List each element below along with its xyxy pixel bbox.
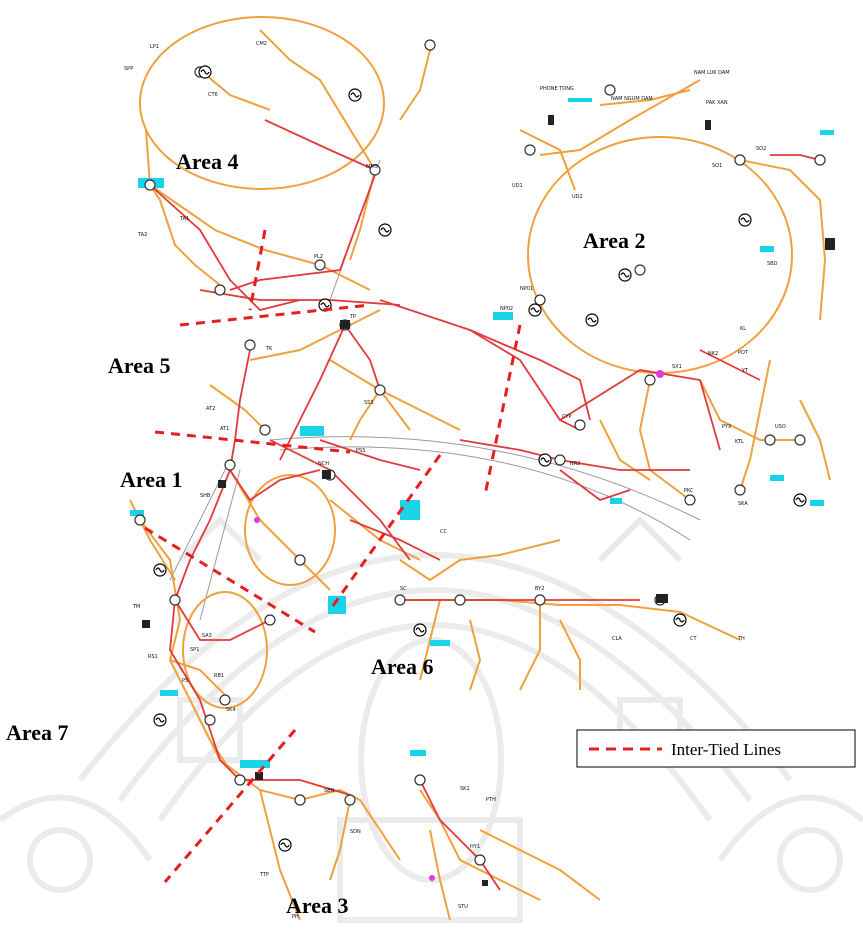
svg-text:TH: TH — [737, 636, 745, 642]
svg-text:NCH: NCH — [318, 461, 329, 467]
svg-text:CT6: CT6 — [208, 92, 218, 98]
svg-text:AT2: AT2 — [206, 406, 215, 412]
legend-label: Inter-Tied Lines — [671, 740, 781, 759]
svg-text:PTH: PTH — [486, 797, 496, 803]
svg-text:TK: TK — [265, 346, 273, 352]
svg-text:CM2: CM2 — [256, 41, 267, 47]
svg-text:RB1: RB1 — [214, 673, 224, 679]
svg-text:USO: USO — [775, 424, 786, 430]
svg-text:SK4: SK4 — [226, 707, 236, 713]
svg-text:CT: CT — [690, 636, 697, 642]
svg-text:SK1: SK1 — [460, 786, 470, 792]
svg-text:TP: TP — [349, 314, 356, 320]
area-label-7: Area 7 — [6, 720, 69, 745]
svg-text:CYP: CYP — [562, 414, 571, 420]
area-label-3: Area 3 — [286, 893, 349, 918]
svg-text:NAM NGUM DAM: NAM NGUM DAM — [611, 96, 653, 102]
svg-text:TM: TM — [132, 604, 140, 610]
generator-symbols — [153, 65, 807, 852]
svg-text:TA2: TA2 — [137, 232, 147, 238]
svg-text:PL2: PL2 — [314, 254, 323, 260]
svg-text:SP1: SP1 — [190, 647, 199, 653]
svg-text:PYX: PYX — [722, 424, 732, 430]
svg-text:LP1: LP1 — [150, 44, 159, 50]
svg-text:AT1: AT1 — [220, 426, 229, 432]
svg-text:NAM LUK DAM: NAM LUK DAM — [694, 70, 730, 76]
svg-text:PAK XAN: PAK XAN — [706, 100, 728, 106]
svg-text:SO2: SO2 — [756, 146, 766, 152]
svg-text:NP01: NP01 — [520, 286, 533, 292]
svg-text:SO1: SO1 — [712, 163, 722, 169]
area-label-6: Area 6 — [371, 654, 434, 679]
svg-text:SC: SC — [400, 586, 407, 592]
svg-text:NP02: NP02 — [500, 306, 513, 312]
svg-text:TA1: TA1 — [179, 216, 189, 222]
svg-text:PKC: PKC — [684, 488, 694, 494]
svg-text:SBD: SBD — [767, 261, 778, 267]
svg-text:KL: KL — [740, 326, 746, 332]
svg-text:SDN: SDN — [350, 829, 361, 835]
svg-text:SBN: SBN — [324, 788, 335, 794]
svg-text:MM3: MM3 — [366, 164, 378, 170]
svg-text:POT: POT — [738, 350, 749, 356]
svg-text:SS3: SS3 — [364, 400, 374, 406]
svg-text:SA3: SA3 — [202, 633, 212, 639]
svg-text:SHB: SHB — [200, 493, 211, 499]
area-label-2: Area 2 — [583, 228, 646, 253]
svg-text:PS: PS — [182, 678, 188, 684]
legend: Inter-Tied Lines — [576, 729, 856, 768]
svg-text:CC: CC — [440, 529, 447, 535]
svg-text:UD2: UD2 — [572, 194, 583, 200]
substation-nodes — [134, 39, 826, 866]
svg-text:SKA: SKA — [738, 501, 748, 507]
svg-text:BY2: BY2 — [535, 586, 544, 592]
substation-label-group: PHONE TONG NAM LUK DAM NAM NGUM DAM PAK … — [124, 41, 786, 920]
svg-text:NR2: NR2 — [570, 461, 580, 467]
svg-text:YT: YT — [741, 368, 749, 374]
svg-text:PHONE TONG: PHONE TONG — [540, 86, 574, 92]
svg-text:SX1: SX1 — [672, 364, 682, 370]
inter-tied-lines — [144, 229, 522, 883]
svg-text:NK2: NK2 — [708, 351, 718, 357]
svg-text:KTL: KTL — [735, 439, 744, 445]
svg-text:SPP: SPP — [124, 66, 133, 72]
breaker-blocks — [142, 115, 835, 886]
area-label-1: Area 1 — [120, 467, 183, 492]
magenta-markers — [254, 370, 664, 881]
svg-text:HY1: HY1 — [470, 844, 480, 850]
svg-text:STU: STU — [458, 904, 468, 910]
svg-text:UD1: UD1 — [512, 183, 523, 189]
red-lines — [149, 119, 821, 891]
area-label-4: Area 4 — [176, 149, 239, 174]
svg-text:TTP: TTP — [259, 872, 269, 878]
area-label-5: Area 5 — [108, 353, 171, 378]
svg-text:RS1: RS1 — [148, 654, 158, 660]
svg-text:CLA: CLA — [612, 636, 622, 642]
svg-text:PSS: PSS — [356, 448, 365, 454]
svg-text:PH: PH — [292, 914, 299, 920]
